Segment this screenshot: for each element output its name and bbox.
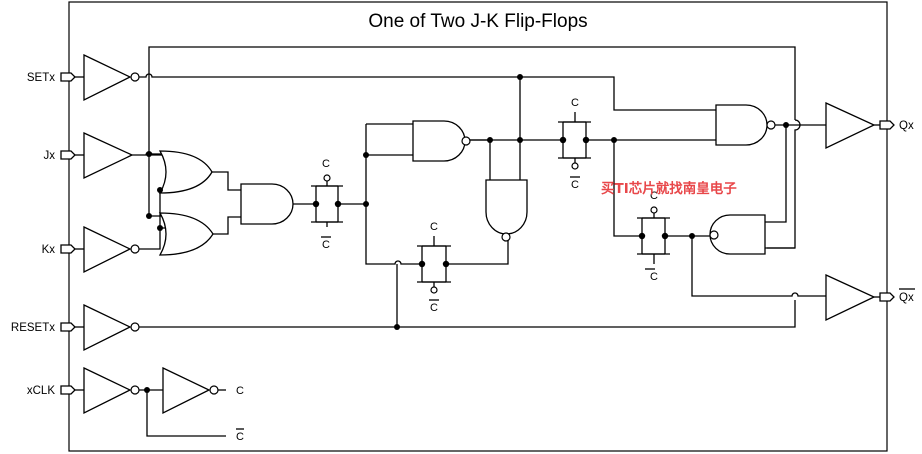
clock-inverter	[162, 366, 219, 415]
svg-text:C: C	[322, 239, 330, 251]
input-label-clk: xCLK	[27, 385, 55, 397]
watermark-text: 买TI芯片就找南皇电子	[601, 180, 737, 197]
port-symbols	[60, 72, 895, 395]
input-buffer-k	[83, 225, 140, 274]
svg-text:C: C	[571, 97, 579, 109]
output-label-q: Qx	[899, 120, 914, 132]
input-buffer-clk	[83, 366, 140, 415]
output-buffer-q	[825, 101, 876, 150]
input-buffer-set	[83, 53, 140, 102]
or-gate-j	[158, 150, 213, 194]
nand-gate-q-bar	[709, 214, 766, 255]
transmission-gate-3: C C	[558, 97, 591, 191]
or-gate-k	[158, 212, 214, 256]
diagram-title: One of Two J-K Flip-Flops	[368, 11, 587, 32]
svg-text:C: C	[571, 179, 579, 191]
and-gate-input	[240, 183, 294, 225]
svg-text:C: C	[430, 302, 438, 314]
clock-label-c: C	[236, 385, 244, 397]
clock-label-c-bar: C	[236, 431, 244, 443]
input-label-reset: RESETx	[11, 322, 55, 334]
svg-text:C: C	[650, 271, 658, 283]
input-buffer-reset	[83, 303, 140, 352]
nand-gate-master	[412, 120, 471, 162]
output-buffer-q-bar	[825, 273, 876, 322]
input-buffer-j	[83, 131, 134, 180]
input-label-k: Kx	[42, 244, 56, 256]
svg-text:C: C	[322, 158, 330, 170]
transmission-gate-2: C C	[417, 221, 451, 314]
output-label-q-bar: Qx	[899, 292, 914, 304]
nand-gate-feedback	[485, 179, 528, 242]
nand-gate-q	[715, 104, 776, 146]
input-label-j: Jx	[44, 150, 56, 162]
diagram-border	[68, 1, 888, 452]
input-label-set: SETx	[27, 72, 55, 84]
svg-text:C: C	[650, 190, 658, 202]
junction-dots	[144, 74, 789, 393]
svg-text:C: C	[430, 221, 438, 233]
